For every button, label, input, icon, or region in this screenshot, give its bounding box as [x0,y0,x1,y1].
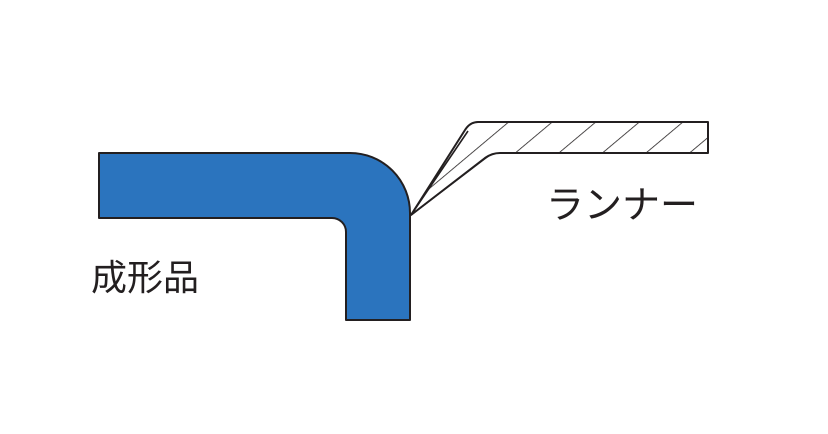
gate-line-upper [410,130,469,216]
molded-part-label: 成形品 [91,258,199,299]
runner-label: ランナー [546,183,698,227]
gate-line-lower [410,156,488,216]
molded-part-shape [98,152,411,321]
